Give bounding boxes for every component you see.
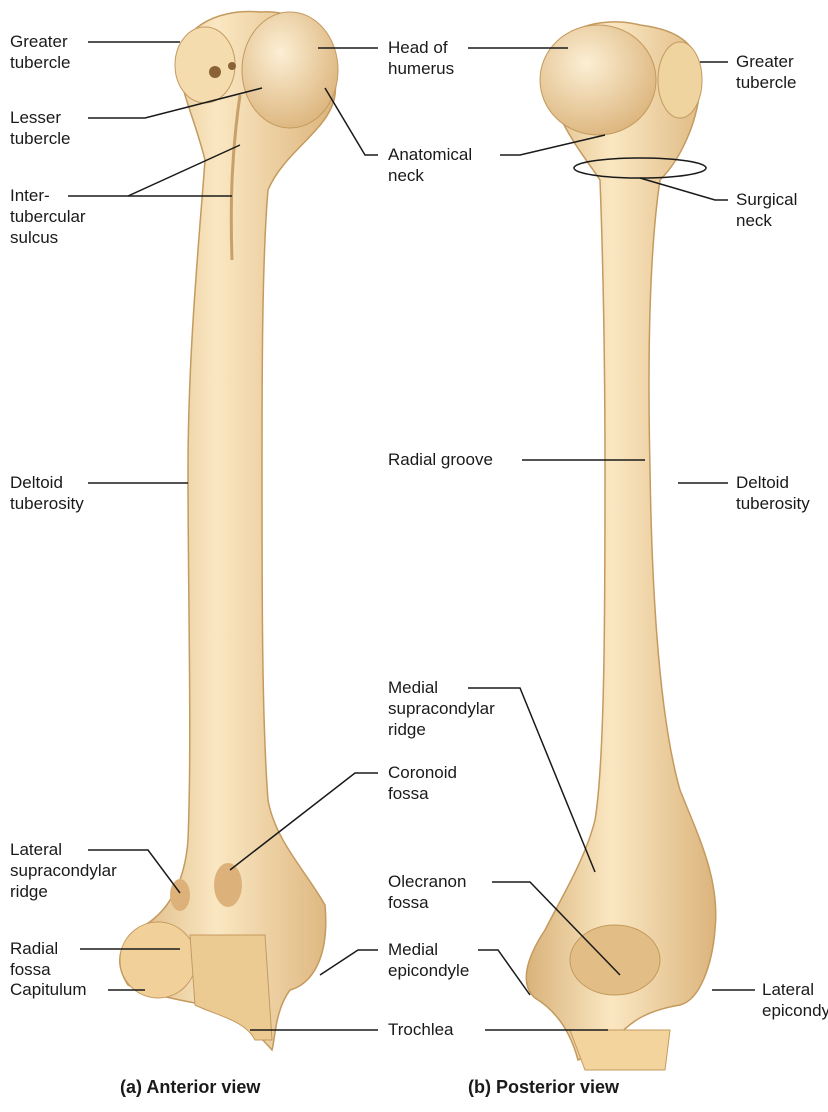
label-greater-tubercle-anterior: Greater tubercle xyxy=(10,31,70,73)
label-intertubercular-sulcus: Inter- tubercular sulcus xyxy=(10,185,86,248)
label-greater-tubercle-posterior: Greater tubercle xyxy=(736,51,796,93)
posterior-humerus xyxy=(526,22,715,1070)
label-capitulum: Capitulum xyxy=(10,979,87,1000)
anterior-foramen xyxy=(228,62,236,70)
label-lateral-epicondyle: Lateral epicondyle xyxy=(762,979,828,1021)
label-surgical-neck: Surgical neck xyxy=(736,189,797,231)
label-deltoid-tuberosity-anterior: Deltoid tuberosity xyxy=(10,472,84,514)
label-olecranon-fossa: Olecranon fossa xyxy=(388,871,466,913)
anterior-capitulum xyxy=(120,922,196,998)
label-deltoid-tuberosity-posterior: Deltoid tuberosity xyxy=(736,472,810,514)
leader-medial-epicondyle-posterior xyxy=(478,950,530,995)
posterior-greater-tubercle-bump xyxy=(658,42,702,118)
anterior-humerus xyxy=(120,12,338,1050)
leader-medial-epicondyle xyxy=(320,950,378,975)
label-trochlea: Trochlea xyxy=(388,1019,454,1040)
caption-posterior-view: (b) Posterior view xyxy=(468,1077,619,1098)
anterior-trochlea xyxy=(190,935,272,1040)
label-head-of-humerus: Head of humerus xyxy=(388,37,454,79)
posterior-trochlea xyxy=(570,1030,670,1070)
anterior-coronoid-fossa xyxy=(214,863,242,907)
label-radial-groove: Radial groove xyxy=(388,449,493,470)
label-coronoid-fossa: Coronoid fossa xyxy=(388,762,457,804)
label-medial-epicondyle: Medial epicondyle xyxy=(388,939,469,981)
label-radial-fossa: Radial fossa xyxy=(10,938,58,980)
posterior-head xyxy=(540,25,656,135)
anterior-greater-tubercle-bump xyxy=(175,27,235,103)
label-medial-supracondylar-ridge: Medial supracondylar ridge xyxy=(388,677,495,740)
anterior-foramen xyxy=(209,66,221,78)
posterior-olecranon-fossa xyxy=(570,925,660,995)
anterior-head xyxy=(242,12,338,128)
label-anatomical-neck: Anatomical neck xyxy=(388,144,472,186)
caption-anterior-view: (a) Anterior view xyxy=(120,1077,260,1098)
label-lesser-tubercle: Lesser tubercle xyxy=(10,107,70,149)
label-lateral-supracondylar-ridge: Lateral supracondylar ridge xyxy=(10,839,117,902)
